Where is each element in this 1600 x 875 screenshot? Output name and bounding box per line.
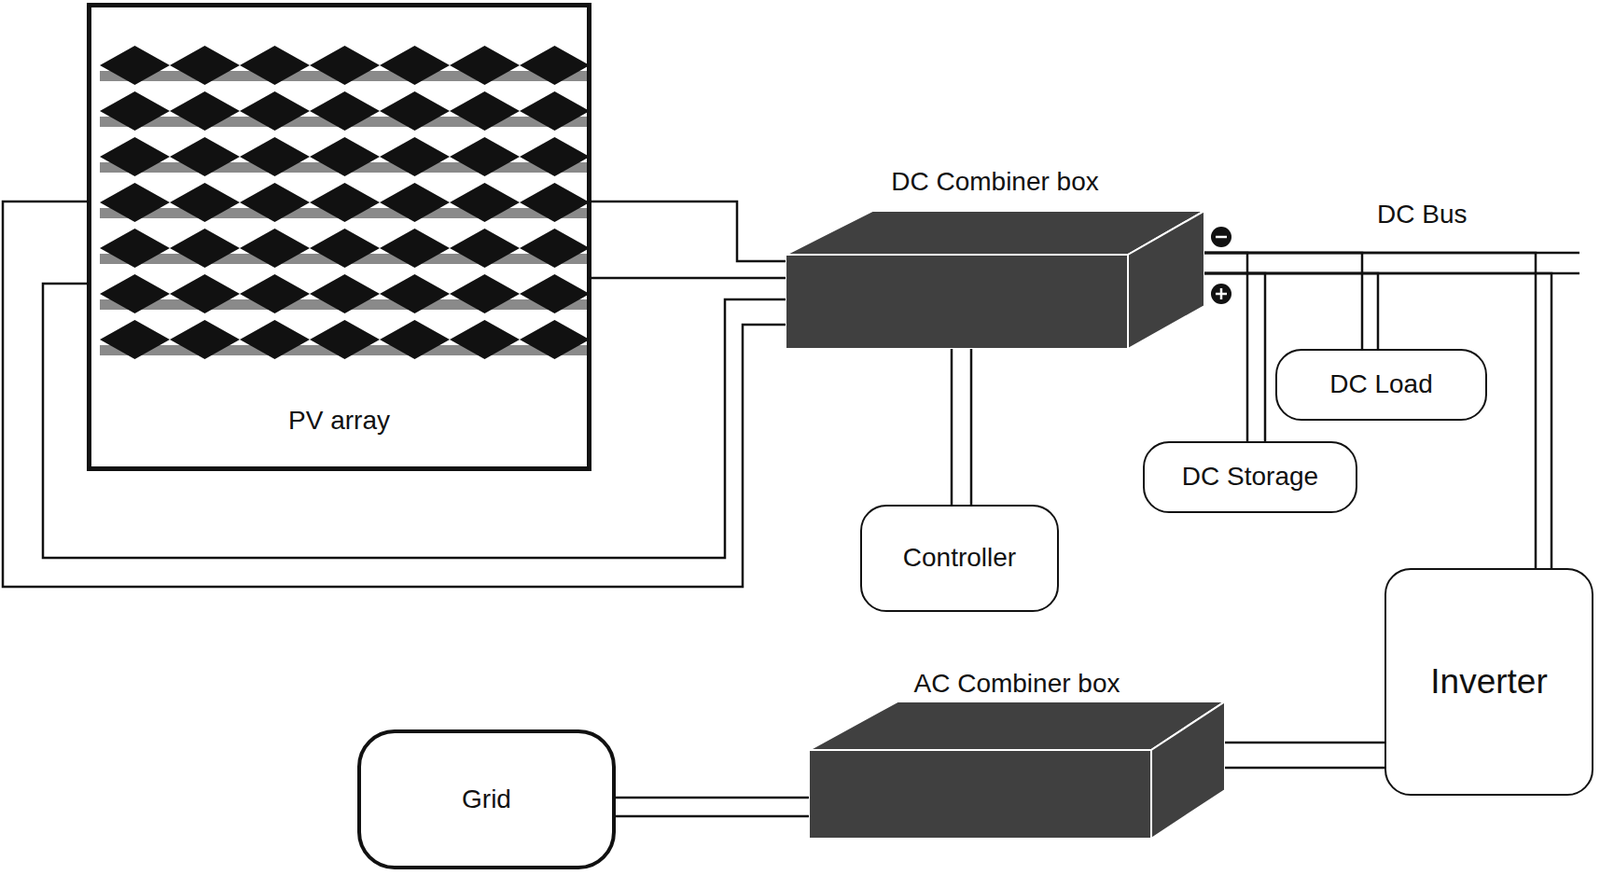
dc-bus-line [1204, 252, 1580, 274]
inverter-box: Inverter [1384, 568, 1594, 796]
wire-connector [1224, 742, 1385, 768]
node-label: DC Load [1329, 370, 1434, 400]
wire-connector [1204, 252, 1552, 569]
controller-box: Controller [860, 504, 1059, 613]
wire-connector [615, 797, 809, 817]
pv-cells [91, 7, 587, 467]
wire-connector [591, 201, 786, 279]
wire-connector [1204, 252, 1378, 349]
node-label: DC Storage [1182, 462, 1319, 492]
node-label: PV array [91, 406, 587, 436]
bus-label: DC Bus [1377, 199, 1467, 230]
wire-connector [1204, 252, 1266, 442]
grid-box: Grid [357, 729, 616, 870]
node-label: Grid [461, 785, 512, 815]
load-box: DC Load [1275, 348, 1488, 421]
combiner-box: AC Combiner box [808, 669, 1225, 839]
pv-array: PV array [86, 2, 592, 472]
combiner-box: DC Combiner box [785, 167, 1205, 349]
storage-box: DC Storage [1142, 441, 1358, 514]
box-heading: AC Combiner box [808, 669, 1225, 699]
wire-connector [951, 348, 972, 505]
polarity-symbol [1210, 226, 1232, 305]
node-label: Inverter [1430, 663, 1547, 702]
node-label: Controller [903, 543, 1016, 573]
box-heading: DC Combiner box [785, 167, 1205, 197]
